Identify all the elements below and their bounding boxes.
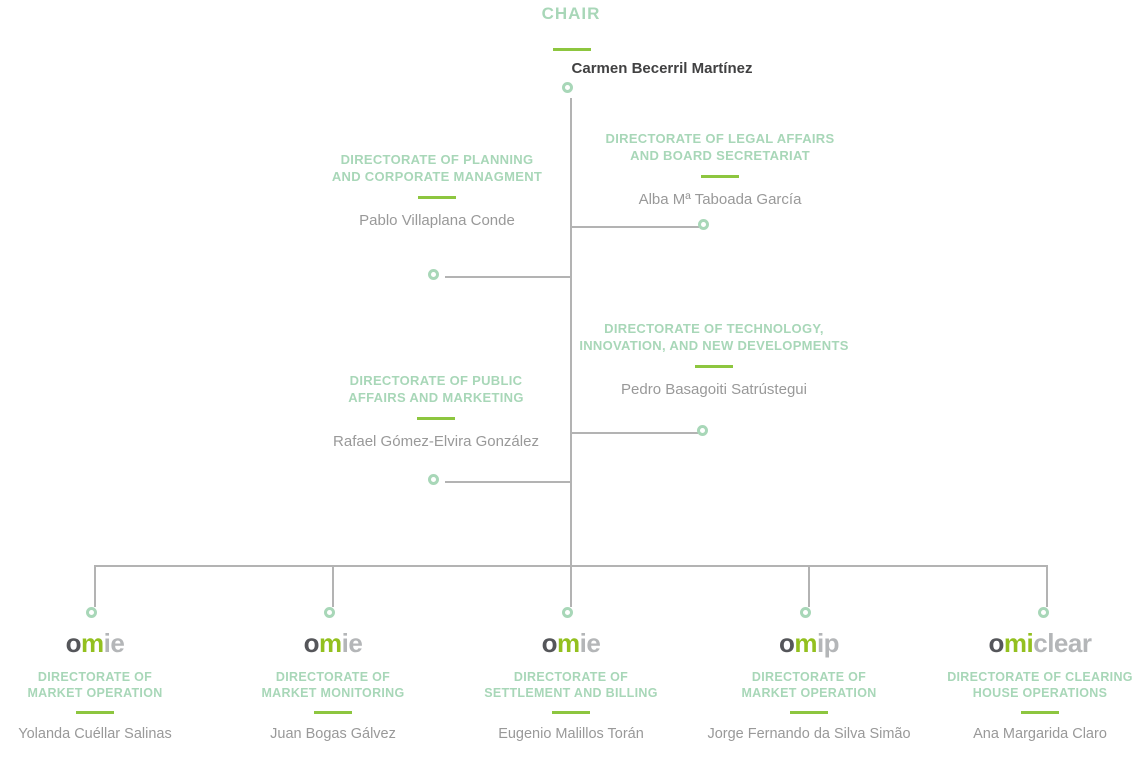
node-person-name: Ana Margarida Claro [973, 726, 1107, 742]
chair-title: CHAIR [541, 4, 601, 23]
connector-line-technology [571, 432, 698, 434]
logo-part-dark: o [778, 628, 795, 658]
node-person-name: Alba Mª Taboada García [638, 191, 802, 208]
node-legal-affairs: DIRECTORATE OF LEGAL AFFAIRS AND BOARD S… [560, 130, 880, 208]
logo-part-gray: ie [579, 628, 601, 658]
logo-part-green: m [319, 628, 342, 658]
node-public-affairs: DIRECTORATE OF PUBLIC AFFAIRS AND MARKET… [276, 372, 596, 450]
logo-part-dark: o [65, 628, 82, 658]
omie-logo: omie [0, 630, 215, 656]
node-underline [76, 711, 114, 714]
node-title: DIRECTORATE OF SETTLEMENT AND BILLING [484, 670, 658, 700]
subsidiary-omie-market-monitoring: omie DIRECTORATE OF MARKET MONITORING Ju… [213, 630, 453, 742]
node-planning: DIRECTORATE OF PLANNING AND CORPORATE MA… [277, 151, 597, 229]
connector-line-drop-5 [1046, 565, 1048, 607]
omiclear-logo: omiclear [920, 630, 1140, 656]
chair-name: Carmen Becerril Martínez [571, 60, 753, 77]
omie-logo: omie [451, 630, 691, 656]
subsidiary-omiclear-clearing-house: omiclear DIRECTORATE OF CLEARING HOUSE O… [920, 630, 1140, 742]
connector-line-planning [445, 276, 571, 278]
node-title: DIRECTORATE OF LEGAL AFFAIRS AND BOARD S… [605, 131, 835, 163]
connector-ring-sub-3 [562, 607, 573, 618]
node-title: DIRECTORATE OF PLANNING AND CORPORATE MA… [331, 152, 543, 184]
node-technology: DIRECTORATE OF TECHNOLOGY, INNOVATION, A… [554, 320, 874, 398]
node-person-name: Rafael Gómez-Elvira González [333, 433, 539, 450]
connector-ring-chair [562, 82, 573, 93]
connector-line-drop-3 [570, 565, 572, 607]
connector-ring-planning [428, 269, 439, 280]
subsidiary-omip-market-operation: omip DIRECTORATE OF MARKET OPERATION Jor… [689, 630, 929, 742]
connector-ring-sub-5 [1038, 607, 1049, 618]
node-title: DIRECTORATE OF CLEARING HOUSE OPERATIONS [947, 670, 1133, 700]
logo-part-dark: o [988, 628, 1005, 658]
node-underline [1021, 711, 1059, 714]
logo-part-dark: o [541, 628, 558, 658]
subsidiary-omie-market-operation: omie DIRECTORATE OF MARKET OPERATION Yol… [0, 630, 215, 742]
node-title: DIRECTORATE OF MARKET OPERATION [741, 670, 877, 700]
connector-ring-sub-4 [800, 607, 811, 618]
connector-ring-public-affairs [428, 474, 439, 485]
connector-ring-legal [698, 219, 709, 230]
omip-logo: omip [689, 630, 929, 656]
chair-underline [553, 48, 591, 51]
node-person-name: Pedro Basagoiti Satrústegui [621, 381, 807, 398]
node-person-name: Juan Bogas Gálvez [270, 726, 396, 742]
logo-part-green: mi [1003, 628, 1034, 658]
connector-line-drop-2 [332, 565, 334, 607]
node-underline [552, 711, 590, 714]
node-underline [418, 196, 456, 199]
logo-part-gray: clear [1033, 628, 1092, 658]
node-person-name: Eugenio Malillos Torán [498, 726, 644, 742]
node-underline [314, 711, 352, 714]
logo-part-gray: ie [103, 628, 125, 658]
subsidiary-omie-settlement-billing: omie DIRECTORATE OF SETTLEMENT AND BILLI… [451, 630, 691, 742]
connector-line-trunk [570, 98, 572, 567]
connector-ring-sub-1 [86, 607, 97, 618]
node-person-name: Yolanda Cuéllar Salinas [18, 726, 172, 742]
node-title: DIRECTORATE OF PUBLIC AFFAIRS AND MARKET… [348, 373, 524, 405]
node-underline [695, 365, 733, 368]
connector-line-drop-1 [94, 565, 96, 607]
connector-line-legal [571, 226, 699, 228]
logo-part-gray: ie [341, 628, 363, 658]
node-person-name: Jorge Fernando da Silva Simão [707, 726, 911, 742]
omie-logo: omie [213, 630, 453, 656]
node-underline [417, 417, 455, 420]
node-title: DIRECTORATE OF MARKET MONITORING [261, 670, 405, 700]
connector-ring-technology [697, 425, 708, 436]
node-person-name: Pablo Villaplana Conde [359, 212, 515, 229]
logo-part-dark: o [303, 628, 320, 658]
logo-part-green: m [81, 628, 104, 658]
node-title: DIRECTORATE OF MARKET OPERATION [27, 670, 163, 700]
node-title: DIRECTORATE OF TECHNOLOGY, INNOVATION, A… [579, 321, 849, 353]
connector-ring-sub-2 [324, 607, 335, 618]
logo-part-green: m [557, 628, 580, 658]
logo-part-gray: ip [816, 628, 840, 658]
connector-line-public-affairs [445, 481, 571, 483]
connector-line-drop-4 [808, 565, 810, 607]
node-underline [701, 175, 739, 178]
logo-part-green: m [794, 628, 817, 658]
node-underline [790, 711, 828, 714]
